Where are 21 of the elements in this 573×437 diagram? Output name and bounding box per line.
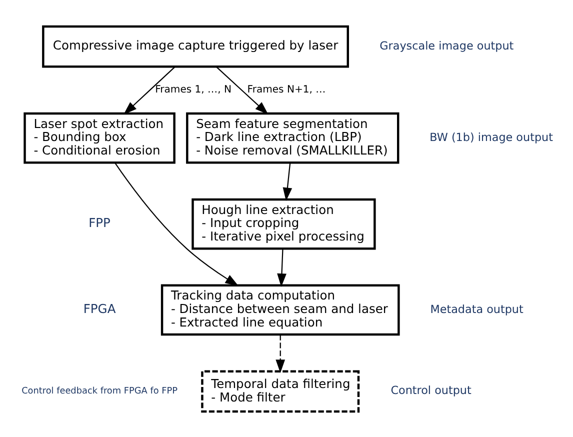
- arrow: [114, 162, 239, 286]
- node-box: Compressive image capture triggered by laser: [42, 24, 349, 68]
- node-label: Control output: [390, 384, 472, 397]
- arrow: [124, 66, 176, 114]
- node-box: Laser spot extraction - Bounding box - Conditional erosion: [24, 112, 176, 164]
- node-label: Grayscale image output: [380, 38, 514, 52]
- node-box: Seam feature segmentation - Dark line extraction (LBP) - Noise removal (SMALLKILLER): [186, 112, 400, 164]
- node-box: Tracking data computation - Distance between seam and laser - Extracted line equation: [160, 284, 400, 336]
- label: FPP: [88, 216, 110, 230]
- node-label: Metadata output: [430, 302, 524, 316]
- label: Control feedback from FPGA fo FPP: [22, 386, 178, 396]
- node-box: Temporal data filtering - Mode filter: [201, 370, 360, 412]
- arrow: [282, 162, 292, 201]
- arrow: [216, 66, 268, 114]
- node-box: Hough line extraction - Input cropping - Iterative pixel processing: [192, 198, 376, 250]
- node-label: BW (1b) image output: [430, 130, 553, 144]
- edge-label: Frames N+1, …: [247, 84, 326, 96]
- edge-label: Frames 1, …, N: [155, 84, 232, 96]
- arrow: [276, 334, 286, 373]
- arrow: [277, 248, 286, 286]
- label: FPGA: [83, 302, 116, 316]
